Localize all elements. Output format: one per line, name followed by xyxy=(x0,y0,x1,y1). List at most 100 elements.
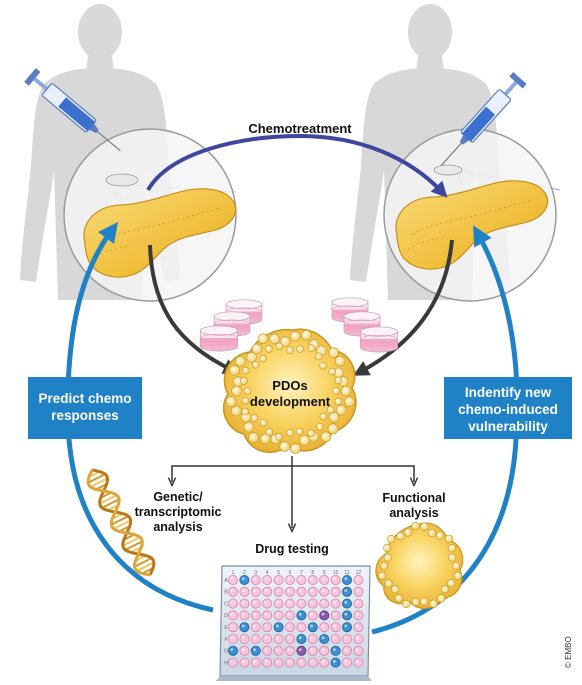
identify-label-line2: chemo-induced xyxy=(458,402,558,417)
plate-row-label: G xyxy=(224,649,228,655)
plate-well xyxy=(273,657,284,668)
plate-well xyxy=(273,622,284,633)
plate-well xyxy=(307,622,318,633)
plate-column-label: 5 xyxy=(277,570,280,576)
plate-well xyxy=(341,645,352,656)
plate-well xyxy=(330,634,341,645)
plate-well xyxy=(250,610,261,621)
plate-column-label: 10 xyxy=(333,570,339,576)
dna-helix-icon xyxy=(86,468,156,577)
plate-well xyxy=(296,657,307,668)
plate-well xyxy=(250,657,261,668)
plate-column-label: 6 xyxy=(289,570,292,576)
plate-row-label: F xyxy=(224,637,227,643)
plate-well xyxy=(284,598,295,609)
plate-well xyxy=(262,610,273,621)
plate-well xyxy=(319,634,330,645)
plate-well xyxy=(284,657,295,668)
plate-well xyxy=(319,610,330,621)
plate-well xyxy=(273,586,284,597)
plate-column-label: 11 xyxy=(344,570,349,576)
plate-row-label: H xyxy=(224,660,228,666)
plate-well xyxy=(307,645,318,656)
plate-well xyxy=(227,622,238,633)
plate-column-label: 4 xyxy=(266,570,269,576)
plate-well xyxy=(353,622,364,633)
plate-well xyxy=(341,575,352,586)
plate-well xyxy=(284,634,295,645)
plate-well xyxy=(307,657,318,668)
plate-well xyxy=(341,598,352,609)
identify-vulnerability-box: Indentify new chemo-induced vulnerabilit… xyxy=(444,377,572,439)
identify-label-line1: Indentify new xyxy=(465,385,552,400)
predict-chemo-box: Predict chemo responses xyxy=(28,377,142,439)
plate-well xyxy=(250,575,261,586)
plate-row-label: E xyxy=(224,625,228,631)
right-to-organoid-arrow xyxy=(352,239,454,376)
genetic-label-line1: Genetic/ xyxy=(153,490,203,504)
plate-well xyxy=(296,610,307,621)
culture-dishes-left xyxy=(199,299,263,352)
plate-column-label: 3 xyxy=(254,570,257,576)
plate-well xyxy=(262,657,273,668)
plate-well xyxy=(296,645,307,656)
plate-well xyxy=(296,622,307,633)
plate-well xyxy=(307,575,318,586)
genetic-label-line3: analysis xyxy=(153,520,202,534)
plate-well xyxy=(262,645,273,656)
genetic-label-line2: transcriptomic xyxy=(135,505,222,519)
functional-label-line2: analysis xyxy=(389,506,438,520)
plate-well xyxy=(239,586,250,597)
plate-well xyxy=(227,634,238,645)
functional-label-line1: Functional xyxy=(382,491,445,505)
plate-column-label: 1 xyxy=(232,570,235,576)
pdo-label-line2: development xyxy=(250,394,331,409)
plate-well xyxy=(353,634,364,645)
plate-well xyxy=(250,634,261,645)
plate-well xyxy=(227,610,238,621)
plate-well xyxy=(239,645,250,656)
copyright-label: © EMBO xyxy=(564,636,573,668)
plate-well xyxy=(262,575,273,586)
plate-well xyxy=(239,634,250,645)
left-to-organoid-arrow xyxy=(148,244,240,374)
plate-well xyxy=(330,575,341,586)
plate-row-label: D xyxy=(224,613,228,619)
pdo-organoid xyxy=(223,328,357,454)
functional-organoid xyxy=(375,521,464,609)
plate-well xyxy=(296,575,307,586)
plate-well xyxy=(353,610,364,621)
plate-well xyxy=(227,586,238,597)
plate-column-label: 9 xyxy=(323,570,326,576)
plate-well xyxy=(250,645,261,656)
plate-well xyxy=(250,622,261,633)
chemotreatment-arrow xyxy=(146,133,448,198)
plate-well xyxy=(353,575,364,586)
plate-well xyxy=(239,657,250,668)
plate-well xyxy=(353,645,364,656)
plate-well xyxy=(239,610,250,621)
plate-well xyxy=(273,634,284,645)
plate-well xyxy=(330,610,341,621)
drug-testing-label: Drug testing xyxy=(255,542,329,556)
plate-well xyxy=(284,610,295,621)
plate-well xyxy=(296,634,307,645)
plate-well xyxy=(284,575,295,586)
plate-well xyxy=(319,598,330,609)
plate-well xyxy=(227,598,238,609)
plate-well xyxy=(353,586,364,597)
plate-well xyxy=(330,645,341,656)
plate-well xyxy=(330,622,341,633)
plate-well xyxy=(341,622,352,633)
plate-well xyxy=(250,598,261,609)
plate-column-label: 12 xyxy=(356,570,362,576)
plate-well xyxy=(273,645,284,656)
plate-well xyxy=(239,575,250,586)
plate-well xyxy=(353,657,364,668)
plate-well xyxy=(307,586,318,597)
plate-well xyxy=(296,586,307,597)
predict-label-line2: responses xyxy=(51,408,119,423)
plate-well xyxy=(330,586,341,597)
plate-column-label: 7 xyxy=(300,570,303,576)
